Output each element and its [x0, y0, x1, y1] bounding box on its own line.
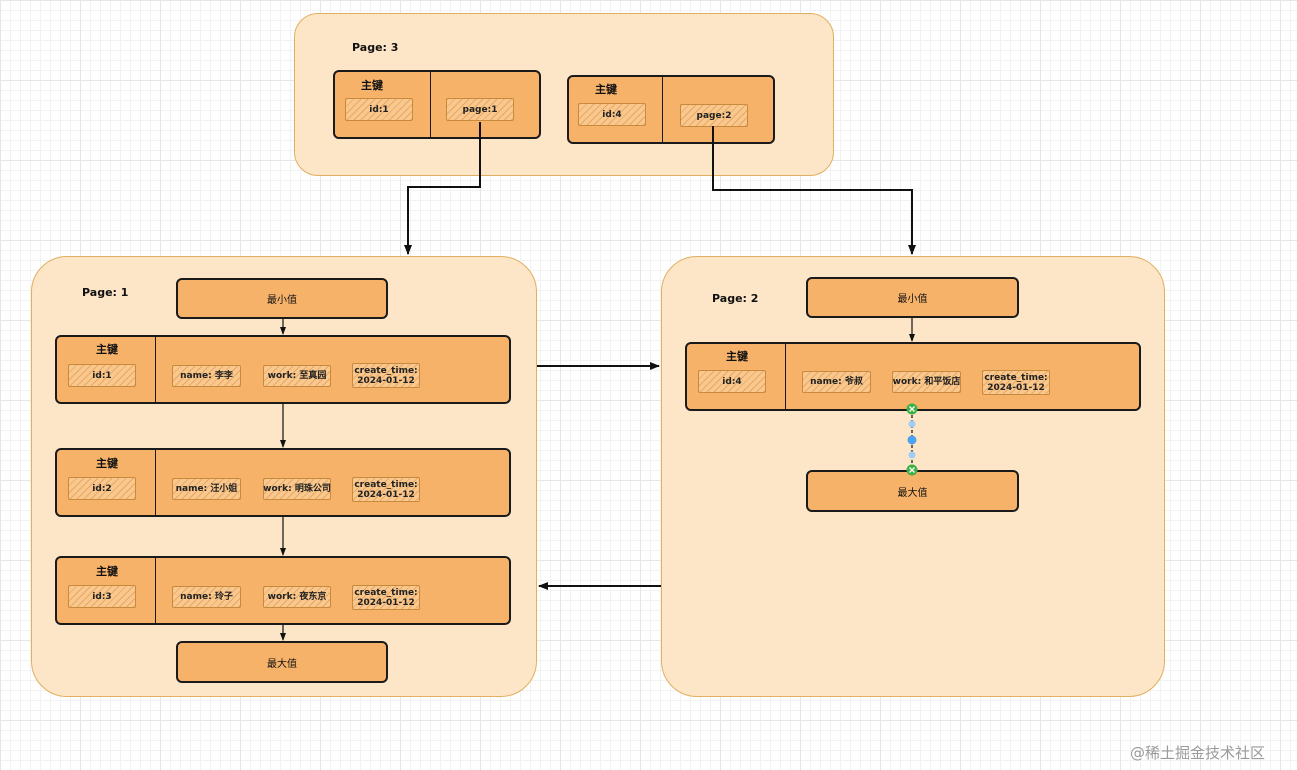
create-time-chip: create_time: 2024-01-12 — [352, 585, 420, 610]
create-time-label: create_time: — [354, 587, 418, 598]
create-time-label: create_time: — [984, 372, 1048, 383]
name-chip: name: 李李 — [172, 365, 241, 387]
name-chip: name: 汪小姐 — [172, 478, 241, 500]
record-divider — [155, 557, 156, 624]
name-chip: name: 爷叔 — [802, 371, 871, 393]
watermark: @稀土掘金技术社区 — [1130, 744, 1266, 762]
create-time-chip: create_time: 2024-01-12 — [982, 370, 1050, 395]
check-circle-icon[interactable] — [906, 403, 918, 415]
create-time-label: create_time: — [354, 365, 418, 376]
create-time-value: 2024-01-12 — [357, 375, 415, 386]
id-chip: id:3 — [68, 585, 136, 608]
connector-dot-icon[interactable] — [908, 451, 916, 459]
pointer-arrow-to-page-2 — [712, 126, 916, 255]
work-chip: work: 和平饭店 — [892, 371, 961, 393]
entry-divider — [430, 71, 431, 138]
id-chip: id:4 — [578, 103, 646, 126]
primary-key-label: 主键 — [361, 79, 383, 92]
pointer-arrow-to-page-1 — [404, 122, 481, 255]
connector-dot-icon[interactable] — [908, 420, 916, 428]
page-pointer-chip[interactable]: page:1 — [446, 98, 514, 121]
page-3-label: Page: 3 — [352, 41, 399, 54]
page-1-min-record[interactable]: 最小值 — [176, 278, 388, 319]
id-chip: id:1 — [68, 364, 136, 387]
create-time-label: create_time: — [354, 479, 418, 490]
work-chip: work: 至真园 — [263, 365, 331, 387]
page-1-label: Page: 1 — [82, 286, 129, 299]
page-2-max-record[interactable]: 最大值 — [806, 470, 1019, 512]
primary-key-label: 主键 — [595, 83, 617, 96]
primary-key-label: 主键 — [96, 457, 118, 470]
record-divider — [155, 449, 156, 516]
id-chip: id:2 — [68, 477, 136, 500]
create-time-chip: create_time: 2024-01-12 — [352, 477, 420, 502]
work-chip: work: 夜东京 — [263, 586, 331, 608]
create-time-value: 2024-01-12 — [357, 597, 415, 608]
primary-key-label: 主键 — [96, 565, 118, 578]
page-2-label: Page: 2 — [712, 292, 759, 305]
id-chip: id:4 — [698, 370, 766, 393]
create-time-value: 2024-01-12 — [357, 489, 415, 500]
page-2-min-record[interactable]: 最小值 — [806, 277, 1019, 318]
id-chip: id:1 — [345, 98, 413, 121]
primary-key-label: 主键 — [96, 343, 118, 356]
check-circle-icon[interactable] — [906, 464, 918, 476]
connector-dot-icon[interactable] — [907, 435, 917, 445]
create-time-value: 2024-01-12 — [987, 382, 1045, 393]
record-divider — [785, 343, 786, 410]
record-divider — [155, 336, 156, 403]
entry-divider — [662, 76, 663, 143]
page-1-max-record[interactable]: 最大值 — [176, 641, 388, 683]
primary-key-label: 主键 — [726, 350, 748, 363]
name-chip: name: 玲子 — [172, 586, 241, 608]
create-time-chip: create_time: 2024-01-12 — [352, 363, 420, 388]
work-chip: work: 明珠公司 — [263, 478, 331, 500]
